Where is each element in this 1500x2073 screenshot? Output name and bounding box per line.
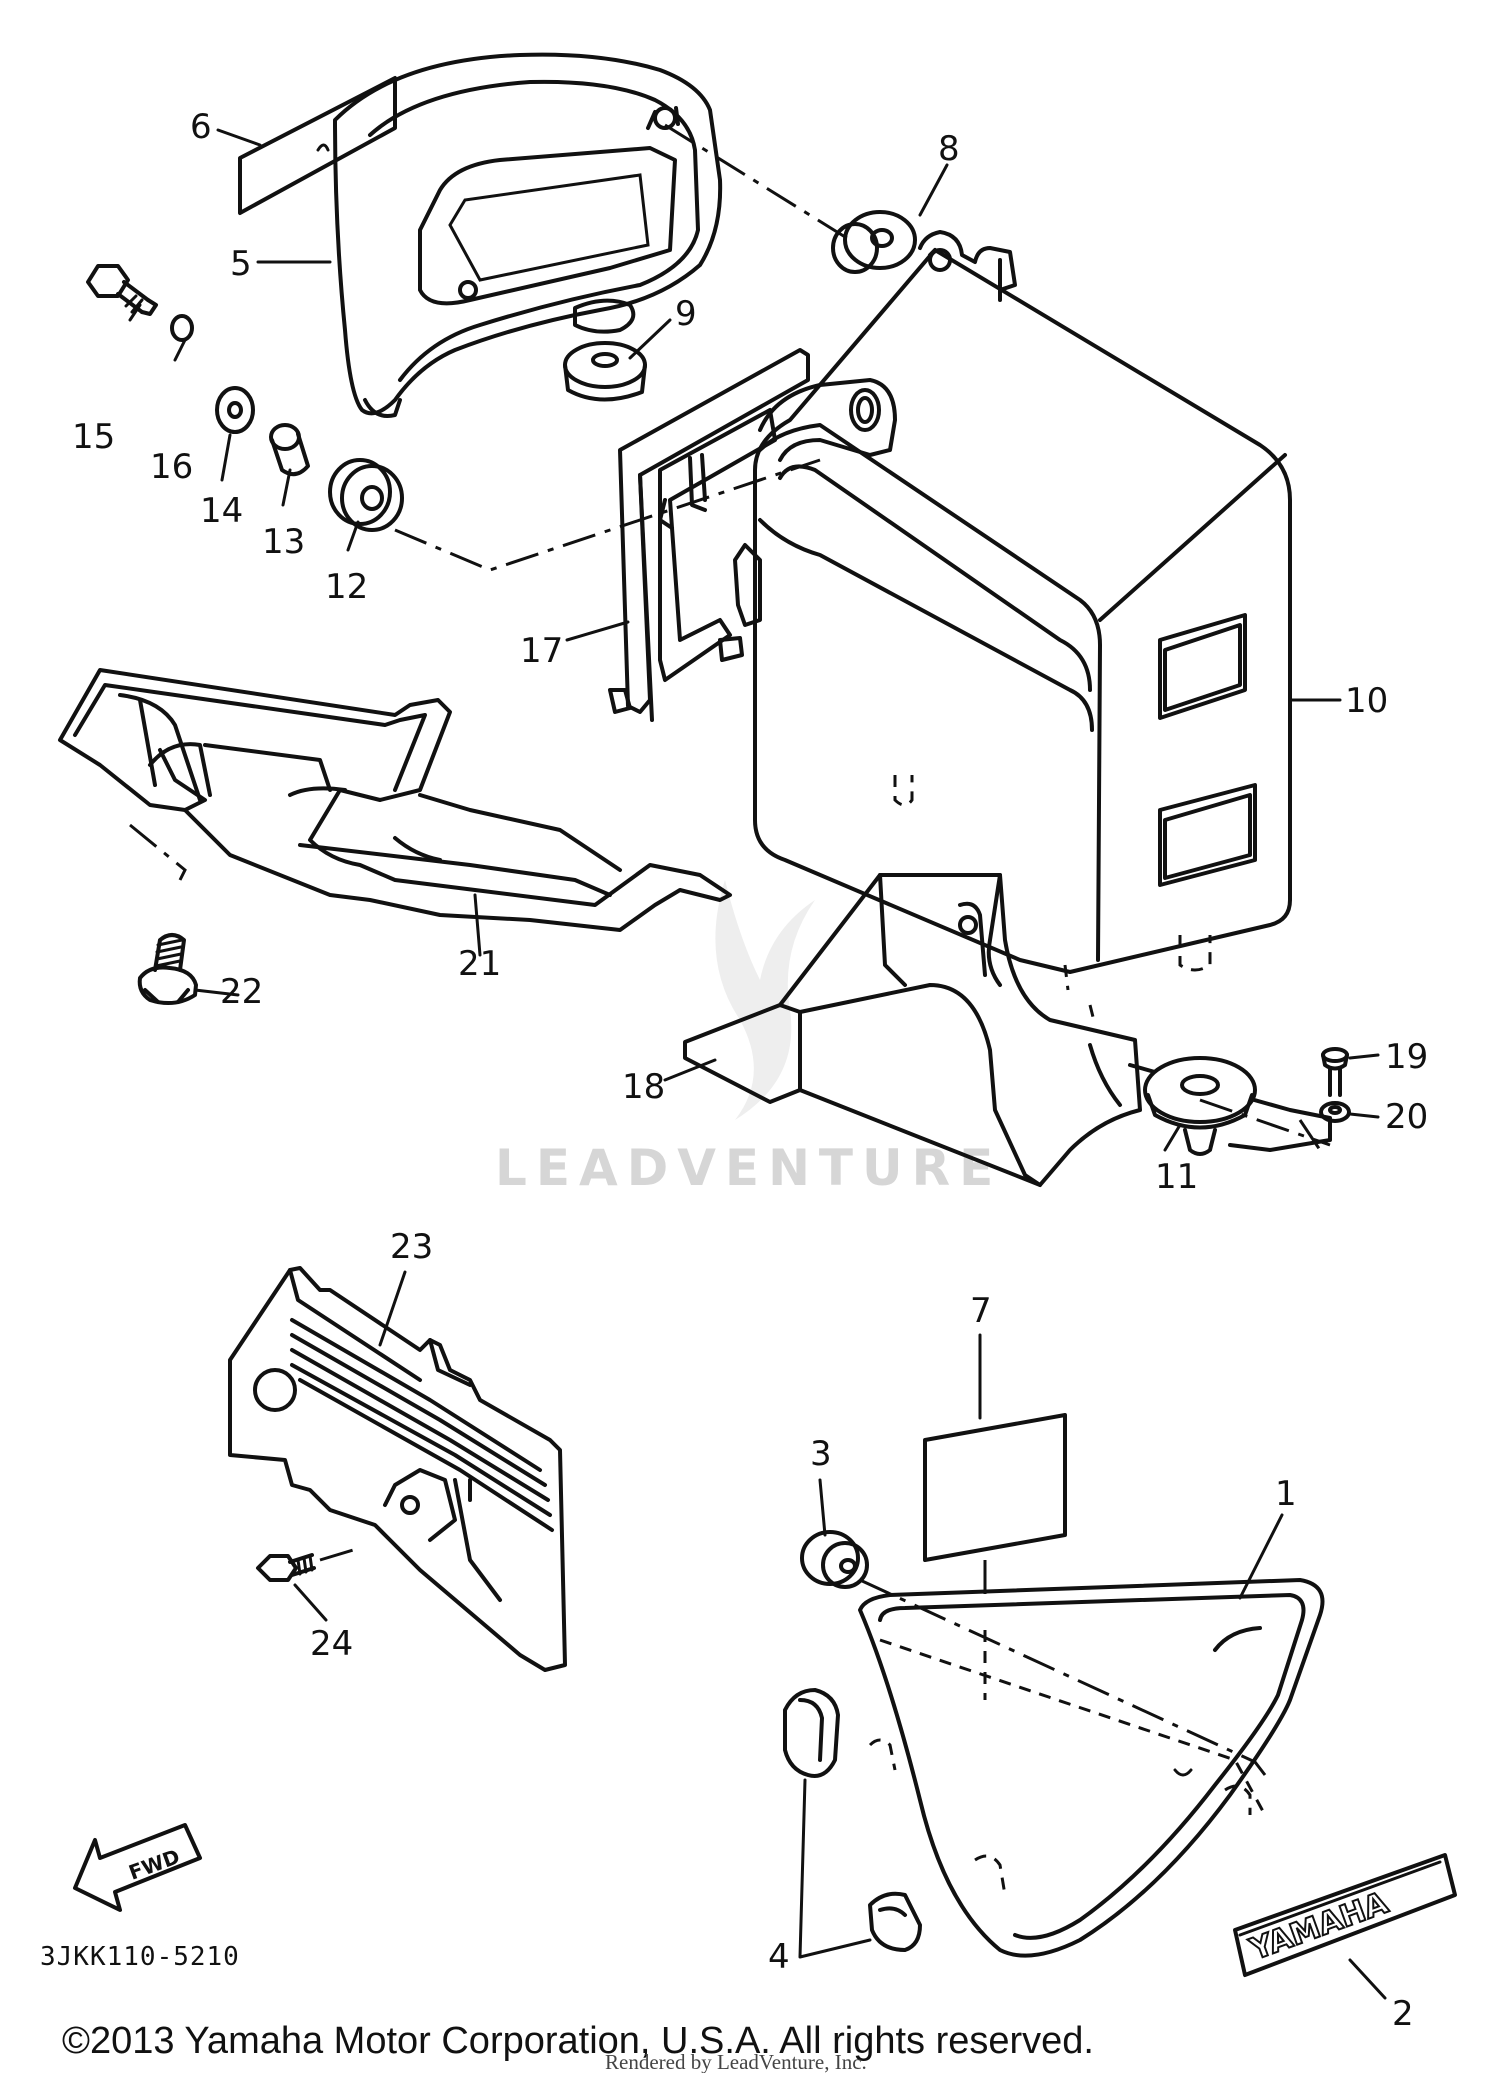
fwd-label: FWD [126, 1844, 183, 1884]
part-7-label [923, 1413, 1067, 1562]
callout-10: 10 [1345, 681, 1388, 721]
callout-7: 7 [970, 1291, 992, 1331]
callout-23: 23 [390, 1227, 433, 1267]
callout-9: 9 [675, 294, 697, 334]
callout-3: 3 [810, 1434, 832, 1474]
part-14-washer [215, 386, 255, 434]
part-18-bracket [683, 873, 1332, 1187]
callout-numbers: 1 2 3 4 5 6 7 8 9 10 11 12 13 14 15 16 1… [72, 107, 1428, 2034]
part-21-stay [58, 668, 732, 932]
part-15-bolt [86, 264, 158, 316]
part-20-washer [1319, 1101, 1351, 1123]
part-8-grommet [831, 210, 917, 274]
part-1-side-cover [858, 1578, 1325, 1958]
callout-4: 4 [768, 1937, 790, 1977]
part-24-bolt [256, 1553, 316, 1582]
diagram-code: 3JKK110-5210 [40, 1942, 240, 1972]
rendered-by-text: Rendered by LeadVenture, Inc. [605, 2050, 867, 2073]
callout-12: 12 [325, 567, 368, 607]
part-4-damper [783, 1688, 922, 1952]
part-2-yamaha-emblem: YAMAHA [1233, 1853, 1457, 1977]
callout-2: 2 [1392, 1994, 1414, 2034]
callout-19: 19 [1385, 1037, 1428, 1077]
callout-8: 8 [938, 129, 960, 169]
callout-20: 20 [1385, 1097, 1428, 1137]
callout-6: 6 [190, 107, 212, 147]
part-6-emblem [238, 76, 397, 215]
leader-lines [128, 128, 1387, 2000]
part-3-grommet [800, 1530, 869, 1589]
part-16-washer [170, 314, 194, 342]
fwd-arrow-icon: FWD [73, 1823, 202, 1912]
part-22-bolt [137, 933, 198, 1006]
leadventure-logo-watermark: LEADVENTURE [495, 880, 1002, 1197]
callout-13: 13 [262, 522, 305, 562]
callout-21: 21 [458, 944, 501, 984]
callout-15: 15 [72, 417, 115, 457]
part-23-cover [228, 1266, 567, 1672]
callout-14: 14 [200, 491, 243, 531]
callout-16: 16 [150, 447, 193, 487]
part-5-upper-cover [333, 52, 723, 418]
callout-17: 17 [520, 631, 563, 671]
copyright-text: ©2013 Yamaha Motor Corporation, U.S.A. A… [62, 2020, 1094, 2062]
part-9-grommet [563, 341, 647, 402]
callout-24: 24 [310, 1624, 353, 1664]
part-12-grommet [328, 458, 404, 532]
part-13-collar [269, 423, 310, 477]
part-19-screw [1321, 1047, 1349, 1097]
part-11-grommet [1143, 1056, 1257, 1156]
callout-22: 22 [220, 972, 263, 1012]
callout-1: 1 [1275, 1474, 1297, 1514]
callout-5: 5 [230, 244, 252, 284]
phantom-lines [129, 123, 1331, 1776]
callout-11: 11 [1155, 1157, 1198, 1197]
callout-18: 18 [622, 1067, 665, 1107]
watermark-text: LEADVENTURE [495, 1139, 1002, 1197]
part-17-holder [608, 348, 810, 722]
part-10-battery-box [753, 230, 1292, 974]
